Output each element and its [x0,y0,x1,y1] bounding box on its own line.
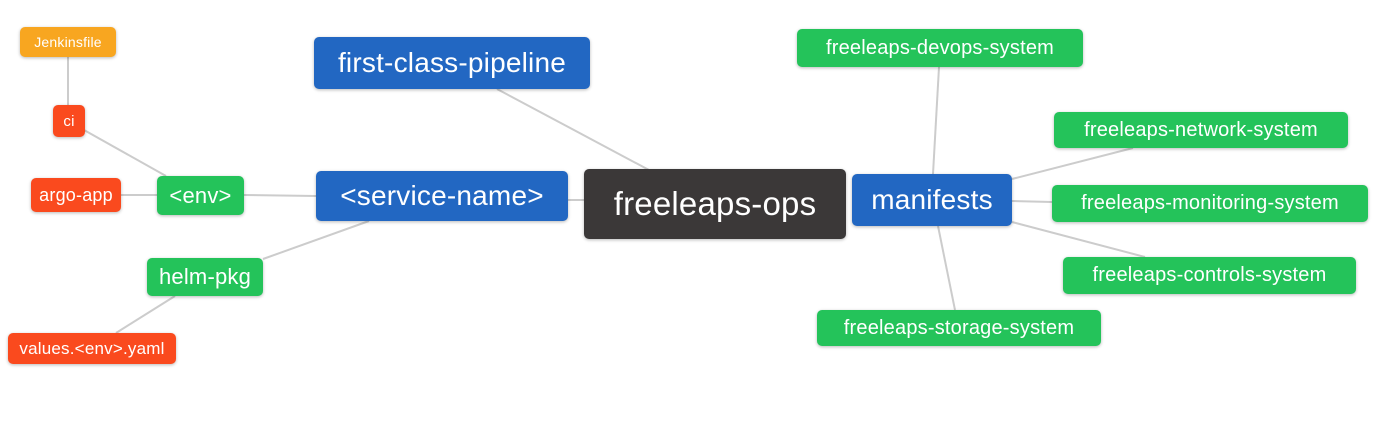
edge-ci-env [83,129,167,177]
edge-env-service-name [243,194,317,197]
edge-manifests-controls-system [1011,221,1146,258]
node-freeleaps-monitoring-system[interactable]: freeleaps-monitoring-system [1052,185,1368,222]
edge-manifests-storage-system [937,225,956,311]
node-freeleaps-ops[interactable]: freeleaps-ops [584,169,846,239]
node-freeleaps-controls-system[interactable]: freeleaps-controls-system [1063,257,1356,294]
edge-helm-pkg-values-env-yaml [115,295,176,334]
edge-manifests-network-system [1011,147,1134,180]
node-ci[interactable]: ci [53,105,85,137]
edge-service-name-helm-pkg [262,220,370,260]
node-helm-pkg[interactable]: helm-pkg [147,258,263,296]
node-env[interactable]: <env> [157,176,244,215]
node-manifests[interactable]: manifests [852,174,1012,226]
edge-manifests-monitoring-system [1011,200,1053,203]
node-argo-app[interactable]: argo-app [31,178,121,212]
edge-first-class-pipeline-freeleaps-ops [496,88,650,171]
node-freeleaps-network-system[interactable]: freeleaps-network-system [1054,112,1348,148]
node-first-class-pipeline[interactable]: first-class-pipeline [314,37,590,89]
node-jenkinsfile[interactable]: Jenkinsfile [20,27,116,57]
node-service-name[interactable]: <service-name> [316,171,568,221]
node-freeleaps-storage-system[interactable]: freeleaps-storage-system [817,310,1101,346]
edge-devops-system-manifests [932,66,940,175]
node-freeleaps-devops-system[interactable]: freeleaps-devops-system [797,29,1083,67]
node-values-env-yaml[interactable]: values.<env>.yaml [8,333,176,364]
